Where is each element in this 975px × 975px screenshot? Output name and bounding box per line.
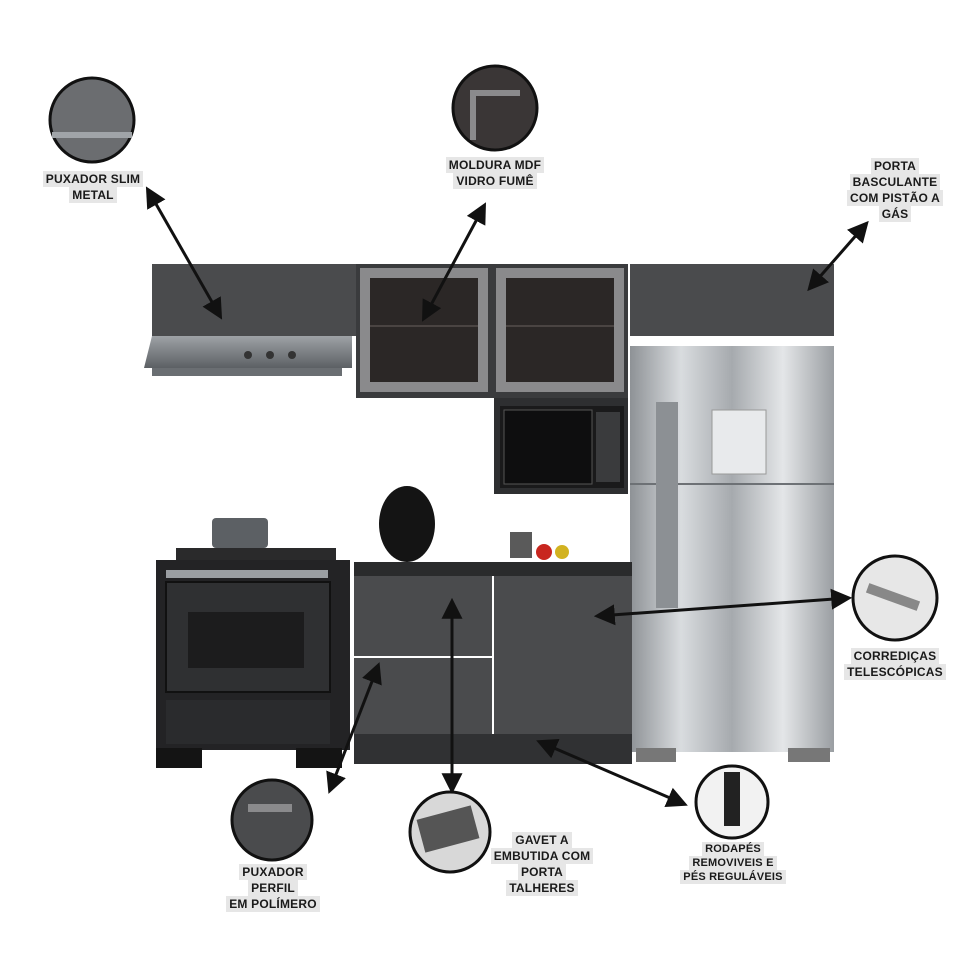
label-puxador-perfil: PUXADOR PERFIL EM POLÍMERO xyxy=(218,864,328,912)
adjustable-foot-icon xyxy=(694,764,770,840)
label-corredicas: CORREDIÇAS TELESCÓPICAS xyxy=(842,648,948,680)
stove xyxy=(156,518,350,768)
profile-handle-icon xyxy=(230,778,314,862)
label-porta-basculante: PORTA BASCULANTE COM PISTÃO A GÁS xyxy=(838,158,952,222)
callout-arrows xyxy=(145,186,869,808)
range-hood xyxy=(144,336,352,376)
refrigerator xyxy=(630,346,834,762)
base-cabinets xyxy=(354,486,632,764)
handle-detail-icon xyxy=(48,76,136,164)
label-puxador-slim: PUXADOR SLIM METAL xyxy=(40,171,146,203)
label-gaveta: GAVET A EMBUTIDA COM PORTA TALHERES xyxy=(486,832,598,896)
frame-detail-icon xyxy=(451,64,539,152)
label-rodapes: RODAPÉS REMOVIVEIS E PÉS REGULÁVEIS xyxy=(680,842,786,884)
cutlery-drawer-icon xyxy=(408,790,492,874)
label-moldura: MOLDURA MDF VIDRO FUMÊ xyxy=(440,157,550,189)
microwave-unit xyxy=(494,398,628,494)
slide-rail-icon xyxy=(851,554,939,642)
